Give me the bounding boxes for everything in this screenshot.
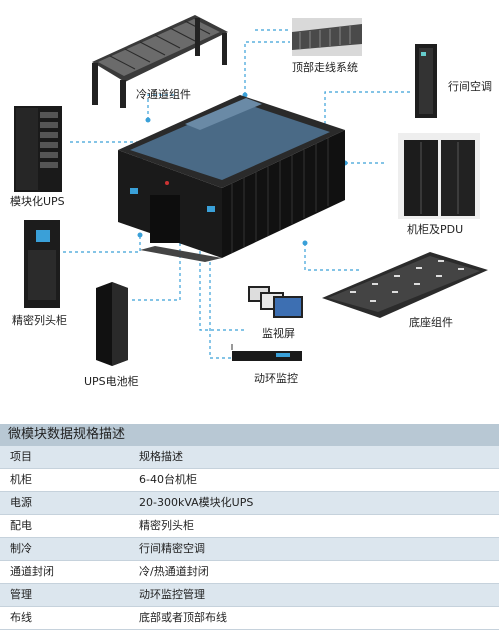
- cold-aisle-frame: [92, 15, 228, 108]
- label-ups-module: 模块化UPS: [10, 195, 65, 208]
- table-row: 配电 精密列头柜: [0, 515, 499, 538]
- row-item: 配电: [10, 519, 32, 532]
- base-assembly: [322, 252, 488, 318]
- label-cold-aisle: 冷通道组件: [136, 88, 191, 101]
- leader-lines: [63, 29, 410, 359]
- top-cable-photo: [292, 18, 362, 56]
- table-row: 管理 动环监控管理: [0, 584, 499, 607]
- label-inrow-ac: 行间空调: [448, 80, 492, 93]
- row-desc: 6-40台机柜: [139, 473, 197, 486]
- modular-ups-cabinet: [14, 106, 62, 192]
- row-item: 制冷: [10, 542, 32, 555]
- row-desc: 冷/热通道封闭: [139, 565, 209, 578]
- row-item: 布线: [10, 611, 32, 624]
- row-desc: 行间精密空调: [139, 542, 205, 555]
- table-row: 通道封闭 冷/热通道封闭: [0, 561, 499, 584]
- table-row: 机柜 6-40台机柜: [0, 469, 499, 492]
- product-diagram: 冷通道组件 顶部走线系统 行间空调 模块化UPS 机柜及PDU 精密列头柜 底座…: [10, 15, 492, 388]
- table-row: 布线 底部或者顶部布线: [0, 607, 499, 630]
- rack-pdu-photo: [398, 133, 480, 219]
- row-item: 管理: [10, 588, 32, 601]
- label-ups-battery: UPS电池柜: [84, 375, 139, 388]
- row-item: 电源: [10, 496, 32, 509]
- micro-module: [118, 95, 345, 262]
- label-precision-head: 精密列头柜: [12, 314, 67, 327]
- spec-table: 项目 规格描述 机柜 6-40台机柜 电源 20-300kVA模块化UPS 配电…: [0, 446, 499, 630]
- label-env-monitor: 动环监控: [254, 372, 298, 385]
- row-item: 通道封闭: [10, 565, 54, 578]
- precision-head-cabinet: [24, 220, 60, 308]
- spec-table-header: 项目 规格描述: [0, 446, 499, 469]
- row-desc: 20-300kVA模块化UPS: [139, 496, 254, 509]
- label-top-cable: 顶部走线系统: [292, 61, 358, 74]
- diagram-graphics: [14, 15, 488, 366]
- table-row: 制冷 行间精密空调: [0, 538, 499, 561]
- header-desc: 规格描述: [139, 450, 183, 463]
- table-row: 电源 20-300kVA模块化UPS: [0, 492, 499, 515]
- label-rack-pdu: 机柜及PDU: [407, 223, 464, 236]
- row-desc: 底部或者顶部布线: [139, 611, 227, 624]
- inrow-ac-unit: [415, 44, 437, 118]
- label-base: 底座组件: [409, 316, 453, 329]
- row-desc: 精密列头柜: [139, 519, 194, 532]
- env-monitor-device: [231, 344, 302, 361]
- monitor-screens: [248, 286, 303, 318]
- ups-battery-cabinet: [96, 282, 128, 366]
- label-monitor-screen: 监视屏: [262, 327, 295, 340]
- row-item: 机柜: [10, 473, 32, 486]
- header-item: 项目: [10, 450, 32, 463]
- spec-table-title: 微模块数据规格描述: [0, 424, 499, 446]
- row-desc: 动环监控管理: [139, 588, 205, 601]
- spec-table-title-text: 微模块数据规格描述: [8, 427, 126, 442]
